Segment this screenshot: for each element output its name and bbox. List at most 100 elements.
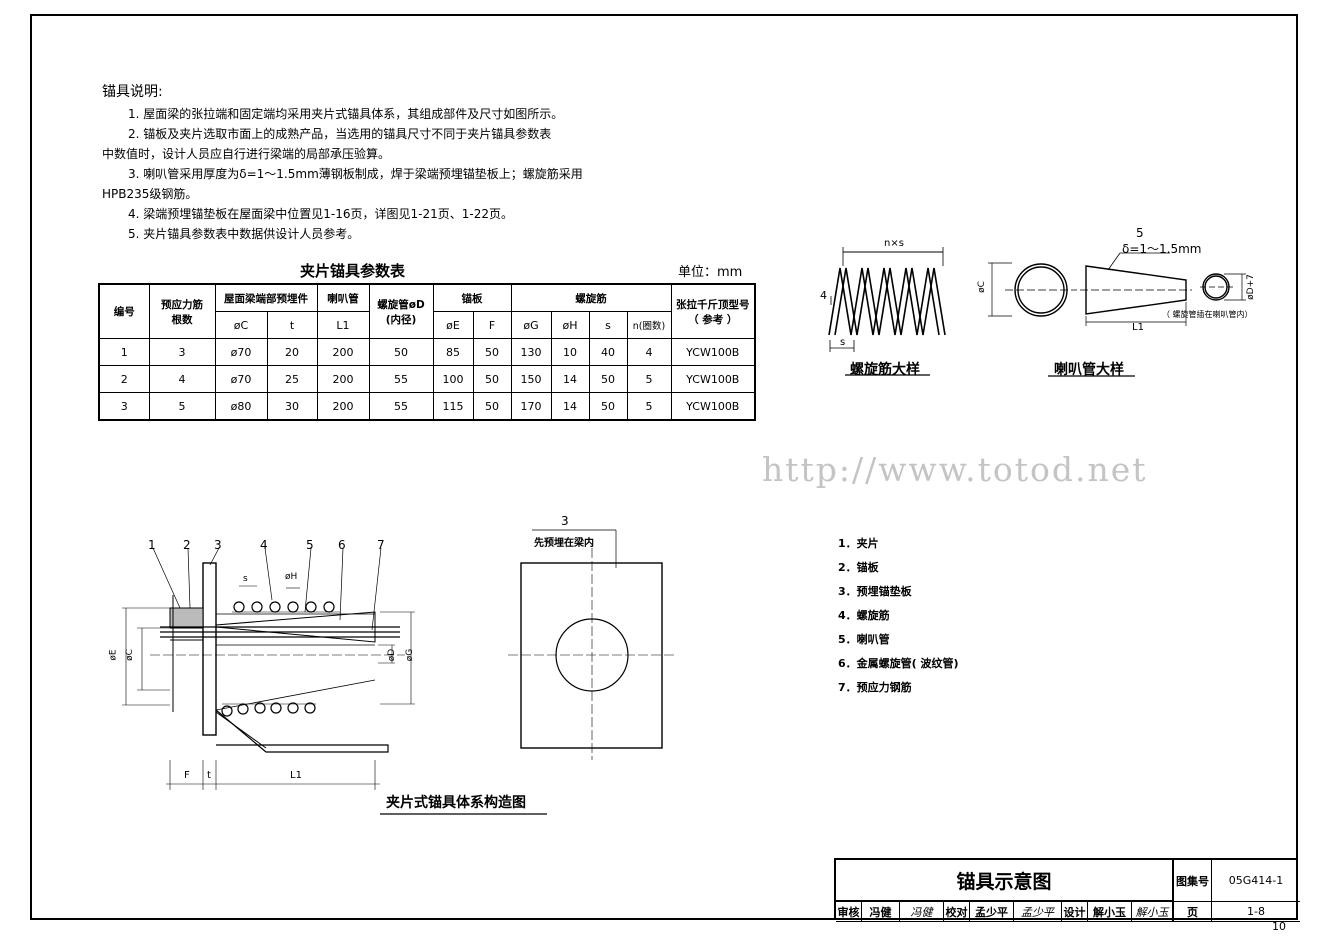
trumpet-caption: 喇叭管大样 xyxy=(1054,362,1124,378)
label-C: øC xyxy=(976,281,987,293)
notes-title: 锚具说明: xyxy=(102,84,163,100)
label-nxs: n×s xyxy=(884,238,904,249)
system-num-3: 3 xyxy=(214,538,222,552)
table-cell: 85 xyxy=(432,338,474,366)
note-2: 2. 锚板及夹片选取市面上的成熟产品，当选用的锚具尺寸不同于夹片锚具参数表 xyxy=(128,127,552,141)
table-cell: ø80 xyxy=(214,392,268,421)
table-cell: 200 xyxy=(316,338,370,366)
drawing-title: 锚具示意图 xyxy=(836,860,1174,902)
note-4: 4. 梁端预埋锚垫板在屋面梁中位置见1-16页，详图见1-21页、1-22页。 xyxy=(128,207,513,221)
label-s-spiral: s xyxy=(840,337,846,348)
table-cell: 5 xyxy=(626,392,672,421)
table-cell: 4 xyxy=(148,365,216,393)
atlas-label: 图集号 xyxy=(1174,860,1212,902)
table-cell: 3 xyxy=(98,392,150,421)
sub-C: øC xyxy=(214,311,268,339)
table-unit: 单位：mm xyxy=(678,265,743,280)
sub-G: øG xyxy=(510,311,552,339)
sub-s: s xyxy=(588,311,628,339)
table-cell: 130 xyxy=(510,338,552,366)
table-cell: 50 xyxy=(472,338,512,366)
page-ref: 1-8 xyxy=(1212,902,1300,922)
table-cell: ø70 xyxy=(214,365,268,393)
table-cell: 200 xyxy=(316,392,370,421)
table-cell: 50 xyxy=(588,365,628,393)
table-cell: YCW100B xyxy=(670,365,756,393)
table-cell: 3 xyxy=(148,338,216,366)
label-E: øE xyxy=(108,649,119,661)
table-cell: 25 xyxy=(266,365,318,393)
table-cell: 30 xyxy=(266,392,318,421)
table-cell: YCW100B xyxy=(670,392,756,421)
page-number: 10 xyxy=(1272,920,1286,933)
note-1: 1. 屋面梁的张拉端和固定端均采用夹片式锚具体系，其组成部件及尺寸如图所示。 xyxy=(128,107,564,121)
col-trumpet: 喇叭管 xyxy=(316,283,370,312)
plate-note: 先预埋在梁内 xyxy=(534,538,594,549)
table-cell: 200 xyxy=(316,365,370,393)
legend-item: 6．金属螺旋管( 波纹管) xyxy=(838,657,959,670)
table-cell: 2 xyxy=(98,365,150,393)
col-tendons: 预应力筋根数 xyxy=(148,283,216,339)
label-G: øG xyxy=(405,648,416,662)
table-cell: 14 xyxy=(550,365,590,393)
table-cell: ø70 xyxy=(214,338,268,366)
col-spiral: 螺旋筋 xyxy=(510,283,672,312)
system-num-2: 2 xyxy=(183,538,191,552)
table-cell: 1 xyxy=(98,338,150,366)
system-num-1: 1 xyxy=(148,538,156,552)
legend-item: 3．预埋锚垫板 xyxy=(838,585,912,598)
label-F: F xyxy=(184,770,190,781)
col-no: 编号 xyxy=(98,283,150,339)
label-t: t xyxy=(207,770,211,781)
system-num-5: 5 xyxy=(306,538,314,552)
label-s-system: s xyxy=(243,574,248,584)
sub-F: F xyxy=(472,311,512,339)
sub-n: n(圈数) xyxy=(626,311,672,339)
table-cell: 50 xyxy=(588,392,628,421)
table-cell: 170 xyxy=(510,392,552,421)
designer-signature: 解小玉 xyxy=(1132,902,1174,922)
note-5: 5. 夹片锚具参数表中数据供设计人员参考。 xyxy=(128,227,360,241)
table-cell: 115 xyxy=(432,392,474,421)
legend-item: 2．锚板 xyxy=(838,561,879,574)
reviewer: 冯健 xyxy=(862,902,900,922)
system-num-6: 6 xyxy=(338,538,346,552)
trumpet-note: （ 螺旋管插在喇叭管内） xyxy=(1162,310,1253,319)
label-D-system: øD xyxy=(387,648,398,662)
table-cell: 100 xyxy=(432,365,474,393)
label-C-system: øC xyxy=(124,649,135,661)
note-2-cont: 中数值时，设计人员应自行进行梁端的局部承压验算。 xyxy=(102,147,391,161)
checker: 孟少平 xyxy=(970,902,1014,922)
legend-item: 5．喇叭管 xyxy=(838,633,890,646)
label-D: øD+7 xyxy=(1245,274,1256,300)
table-cell: YCW100B xyxy=(670,338,756,366)
table-cell: 50 xyxy=(368,338,434,366)
check-label: 校对 xyxy=(944,902,970,922)
sub-E: øE xyxy=(432,311,474,339)
reviewer-signature: 冯健 xyxy=(900,902,944,922)
note-3-cont: HPB235级钢筋。 xyxy=(102,187,198,201)
col-embed: 屋面梁端部预埋件 xyxy=(214,283,318,312)
table-cell: 5 xyxy=(626,365,672,393)
table-cell: 5 xyxy=(148,392,216,421)
spiral-caption: 螺旋筋大样 xyxy=(850,362,920,378)
table-cell: 50 xyxy=(472,392,512,421)
component-legend: 1．夹片 2．锚板 3．预埋锚垫板 4．螺旋筋 5．喇叭管 6．金属螺旋管( 波… xyxy=(838,532,959,700)
checker-signature: 孟少平 xyxy=(1014,902,1062,922)
table-cell: 40 xyxy=(588,338,628,366)
col-plate: 锚板 xyxy=(432,283,512,312)
legend-item: 1．夹片 xyxy=(838,537,879,550)
col-duct: 螺旋管øD(内径) xyxy=(368,283,434,339)
system-caption: 夹片式锚具体系构造图 xyxy=(386,795,526,811)
table-cell: 14 xyxy=(550,392,590,421)
sub-H: øH xyxy=(550,311,590,339)
review-label: 审核 xyxy=(836,902,862,922)
table-cell: 50 xyxy=(472,365,512,393)
label-5: 5 xyxy=(1136,226,1144,240)
table-title: 夹片锚具参数表 xyxy=(300,262,406,280)
label-L1-system: L1 xyxy=(290,770,302,781)
atlas-number: 05G414-1 xyxy=(1212,860,1300,902)
